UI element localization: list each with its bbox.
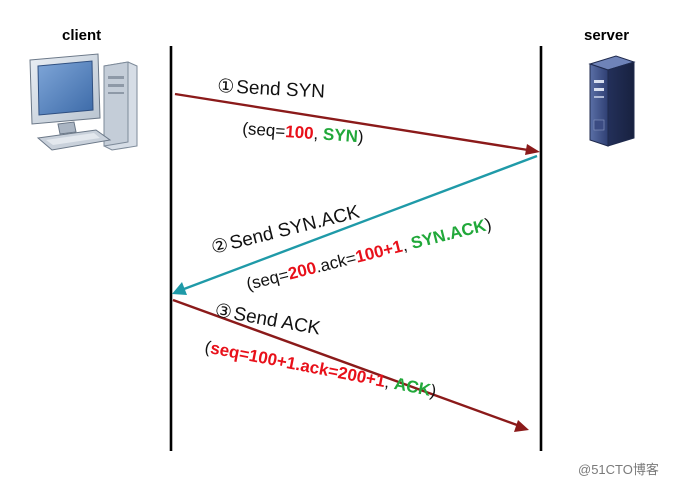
detail-run: ( xyxy=(203,337,213,357)
watermark: @51CTO博客 xyxy=(578,462,659,477)
message-ack-params: (seq=100+1.ack=200+1, ACK) xyxy=(203,337,438,401)
server-label: server xyxy=(584,27,629,44)
message-syn: ①Send SYN xyxy=(217,76,326,103)
detail-run: , xyxy=(400,234,414,255)
detail-run: , xyxy=(383,372,396,392)
syn-ack-arrow xyxy=(172,154,538,295)
detail-run: 200 xyxy=(286,258,318,283)
server-tower-icon xyxy=(588,55,636,147)
detail-run: SYN.ACK xyxy=(409,216,489,253)
message-syn-title: ①Send SYN xyxy=(217,76,326,103)
detail-run: (seq= xyxy=(242,119,286,141)
detail-run: , xyxy=(313,124,324,144)
message-syn-detail: (seq=100, SYN) xyxy=(242,119,364,146)
message-ack-detail: (seq=100+1.ack=200+1, ACK) xyxy=(203,337,438,401)
syn-arrow xyxy=(174,92,540,155)
desktop-computer-icon xyxy=(29,53,138,151)
detail-run: ACK xyxy=(393,374,433,400)
detail-run: ) xyxy=(357,127,364,146)
detail-run: .ack= xyxy=(314,248,359,276)
detail-run: 100+1 xyxy=(354,237,405,267)
detail-run: (seq= xyxy=(244,265,290,294)
detail-run: 100 xyxy=(285,122,315,143)
message-syn-params: (seq=100, SYN) xyxy=(242,119,364,146)
ack-arrow xyxy=(172,298,529,432)
client-label: client xyxy=(62,27,101,44)
detail-run: SYN xyxy=(322,125,358,146)
detail-run: ) xyxy=(429,381,438,401)
detail-run: ) xyxy=(483,215,493,235)
